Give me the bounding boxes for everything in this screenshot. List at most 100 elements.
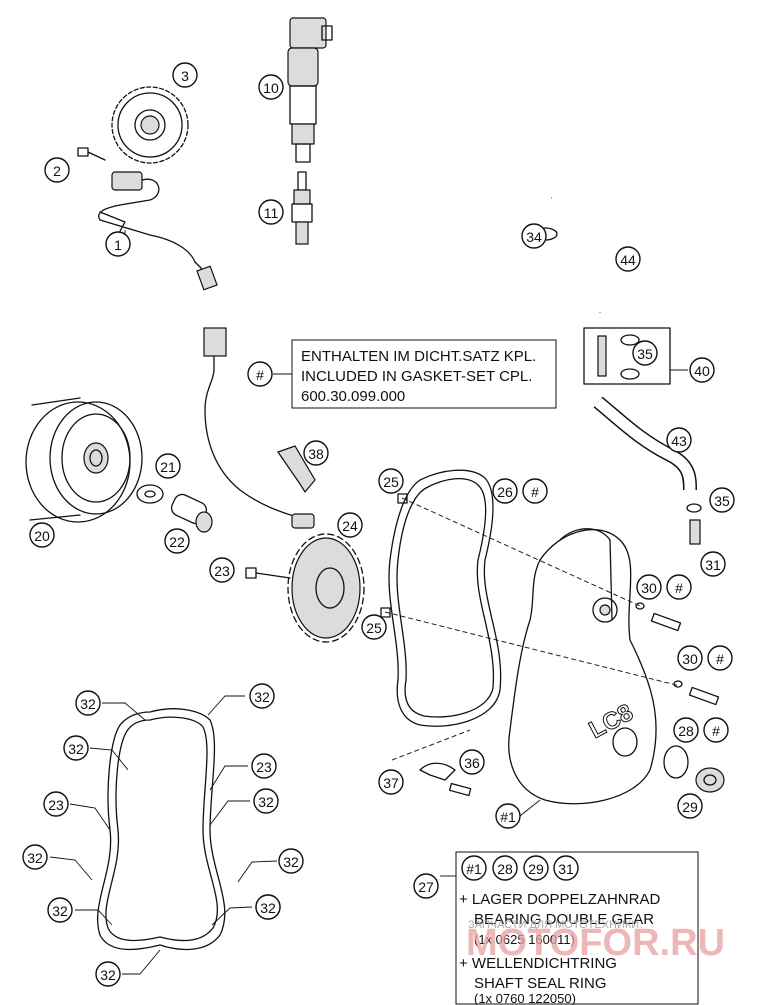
callout-label: 36 (464, 755, 480, 771)
callout-label: 29 (528, 861, 544, 877)
callout-label: 30 (682, 651, 698, 667)
callout-bubble: 31 (553, 855, 579, 881)
callout-label: 35 (714, 493, 730, 509)
callout-circle (278, 848, 304, 874)
gasket-set-note: ENTHALTEN IM DICHT.SATZ KPL. INCLUDED IN… (273, 339, 557, 409)
o-ring-and-plug (663, 745, 725, 793)
callout-circle (253, 788, 279, 814)
callout-circle (522, 478, 548, 504)
cover-gasket (388, 469, 502, 727)
callout-circle (249, 683, 275, 709)
callout-label: 32 (80, 696, 96, 712)
callout-circle (258, 199, 284, 225)
callout-label: 44 (620, 252, 636, 268)
callout-label: 32 (254, 689, 270, 705)
stator-bolt (245, 567, 291, 579)
callout-circle (43, 791, 69, 817)
callout-circle (492, 855, 518, 881)
bearing-note-line-6: (1x 0760 122050) (474, 991, 576, 1005)
timing-gear-wheel (111, 86, 189, 164)
gasket-bolts-dashed (380, 493, 681, 761)
callout-bubble: 32 (95, 961, 121, 987)
callout-bubble: 22 (164, 528, 190, 554)
callout-label: 20 (34, 528, 50, 544)
callout-circle (303, 440, 329, 466)
callout-label: 29 (682, 799, 698, 815)
callout-circle (95, 961, 121, 987)
callout-bubble: 29 (677, 793, 703, 819)
callout-label: 31 (558, 861, 574, 877)
callout-bubble: 37 (378, 769, 404, 795)
ignition-cover: LC8 (508, 528, 657, 805)
ignition-coil (287, 17, 333, 163)
callout-bubble: 32 (22, 844, 48, 870)
callout-bubble: 32 (253, 788, 279, 814)
callout-label: 25 (366, 620, 382, 636)
callout-label: 28 (497, 861, 513, 877)
callout-bubble: # (666, 574, 692, 600)
bearing-note-line-5: SHAFT SEAL RING (474, 975, 607, 992)
callout-circle (337, 512, 363, 538)
callout-bubble: 25 (361, 614, 387, 640)
breather-hose-lower (593, 396, 702, 545)
cable-clip (277, 445, 316, 494)
callout-bubble: 27 (413, 873, 439, 899)
callout-circle (172, 62, 198, 88)
callout-bubble: 21 (155, 453, 181, 479)
callout-bubble: 25 (378, 468, 404, 494)
callout-label: 40 (694, 363, 710, 379)
callout-circle (677, 645, 703, 671)
callout-circle (459, 749, 485, 775)
callout-bubble: 20 (29, 522, 55, 548)
stator (287, 513, 365, 643)
callout-circle (209, 557, 235, 583)
callout-circle (361, 614, 387, 640)
watermark-tagline: ЗАПЧАСТИ ДЛЯ МОТОТЕХНИКИ (468, 919, 639, 931)
callout-circle (689, 357, 715, 383)
callout-label: 10 (263, 80, 279, 96)
spark-plug (291, 171, 313, 245)
callout-circle (461, 855, 487, 881)
callout-bubble: 36 (459, 749, 485, 775)
callout-bubble: 30 (636, 574, 662, 600)
bearing-note-line-4: + WELLENDICHTRING (459, 955, 617, 972)
callout-bubble: 32 (249, 683, 275, 709)
bearing-note-line-2: BEARING DOUBLE GEAR (474, 911, 654, 928)
leader-lines (49, 230, 541, 975)
callout-bubble: 28 (492, 855, 518, 881)
callout-label: 32 (52, 903, 68, 919)
callout-circle (521, 223, 547, 249)
callout-label: 11 (264, 205, 279, 221)
callout-label: 32 (258, 794, 274, 810)
callout-circle (673, 717, 699, 743)
callout-circle (666, 574, 692, 600)
callout-bubble: 10 (258, 74, 284, 100)
callout-label: 23 (214, 563, 230, 579)
washer (136, 484, 164, 504)
callout-bubble: 30 (677, 645, 703, 671)
callout-bubble: # (703, 717, 729, 743)
callout-bubble: 1 (105, 231, 131, 257)
note-line-2: INCLUDED IN GASKET-SET CPL. (301, 368, 532, 385)
callout-label: # (256, 367, 264, 383)
callout-bubble: 32 (63, 735, 89, 761)
callout-label: 24 (342, 518, 358, 534)
callout-label: 32 (27, 850, 43, 866)
callout-bubble: 24 (337, 512, 363, 538)
callout-label: # (675, 580, 683, 596)
callout-bubble: 26 (492, 478, 518, 504)
callout-label: 27 (418, 879, 434, 895)
bearing-note: + LAGER DOPPELZAHNRAD BEARING DOUBLE GEA… (455, 851, 699, 1005)
callout-bubble: 3 (172, 62, 198, 88)
callout-bubble: 44 (615, 246, 641, 272)
callout-circle (47, 897, 73, 923)
callout-circle (105, 231, 131, 257)
bearing-note-line-3: (1x 0625 160011) (474, 932, 575, 947)
callout-label: # (716, 651, 724, 667)
callout-label: 32 (68, 741, 84, 757)
callout-circle (63, 735, 89, 761)
callout-label: # (531, 484, 539, 500)
callout-bubble: 40 (689, 357, 715, 383)
callout-circle (247, 361, 273, 387)
